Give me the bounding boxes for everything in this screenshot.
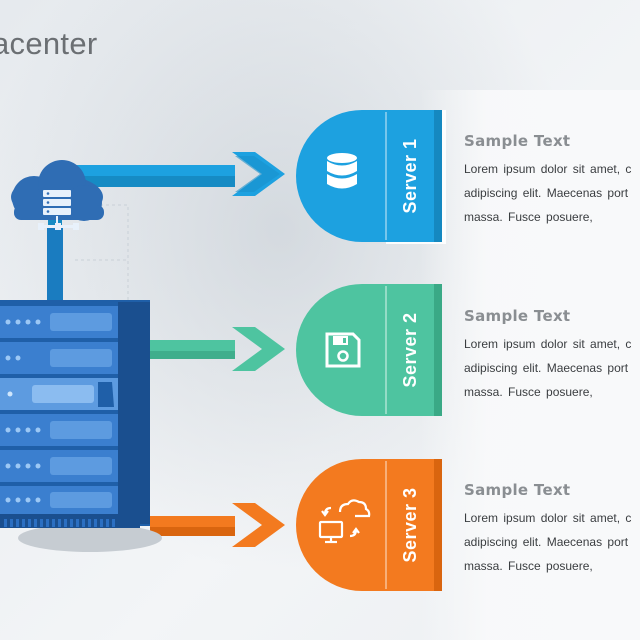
body-line: Lorem ipsum dolor sit amet, c (464, 162, 632, 176)
computer-sync-icon (318, 499, 371, 544)
body-line: massa. Fusce posuere, (464, 210, 593, 224)
cloud-icon (11, 160, 104, 230)
server-3-label: Server 3 (400, 487, 420, 563)
database-icon (327, 153, 357, 189)
server-1-info: Sample Text Lorem ipsum dolor sit amet, … (464, 132, 640, 229)
server-2-tab (296, 284, 442, 416)
cloud-connector (47, 225, 63, 305)
arrow-server-2 (150, 327, 285, 371)
server-rack-illustration (0, 300, 162, 552)
body-line: adipiscing elit. Maecenas port (464, 361, 629, 375)
server-2-body: Lorem ipsum dolor sit amet, c adipiscing… (464, 332, 640, 404)
server-1-tab (296, 110, 446, 244)
body-line: Lorem ipsum dolor sit amet, c (464, 511, 632, 525)
server-1-label: Server 1 (400, 138, 420, 214)
server-2-label: Server 2 (400, 312, 420, 388)
arrow-server-1 (48, 152, 285, 300)
server-3-info: Sample Text Lorem ipsum dolor sit amet, … (464, 481, 640, 578)
floppy-disk-icon (325, 332, 361, 368)
server-3-body: Lorem ipsum dolor sit amet, c adipiscing… (464, 506, 640, 578)
body-line: massa. Fusce posuere, (464, 559, 593, 573)
server-2-info: Sample Text Lorem ipsum dolor sit amet, … (464, 307, 640, 404)
arrow-server-3 (150, 503, 285, 547)
server-1-heading: Sample Text (464, 132, 571, 150)
server-3-tab (296, 459, 442, 591)
server-1-body: Lorem ipsum dolor sit amet, c adipiscing… (464, 157, 640, 229)
body-line: massa. Fusce posuere, (464, 385, 593, 399)
server-3-heading: Sample Text (464, 481, 571, 499)
body-line: adipiscing elit. Maecenas port (464, 186, 629, 200)
body-line: adipiscing elit. Maecenas port (464, 535, 629, 549)
body-line: Lorem ipsum dolor sit amet, c (464, 337, 632, 351)
page-title: acenter (0, 26, 98, 61)
background-fade (420, 90, 640, 640)
server-2-heading: Sample Text (464, 307, 571, 325)
